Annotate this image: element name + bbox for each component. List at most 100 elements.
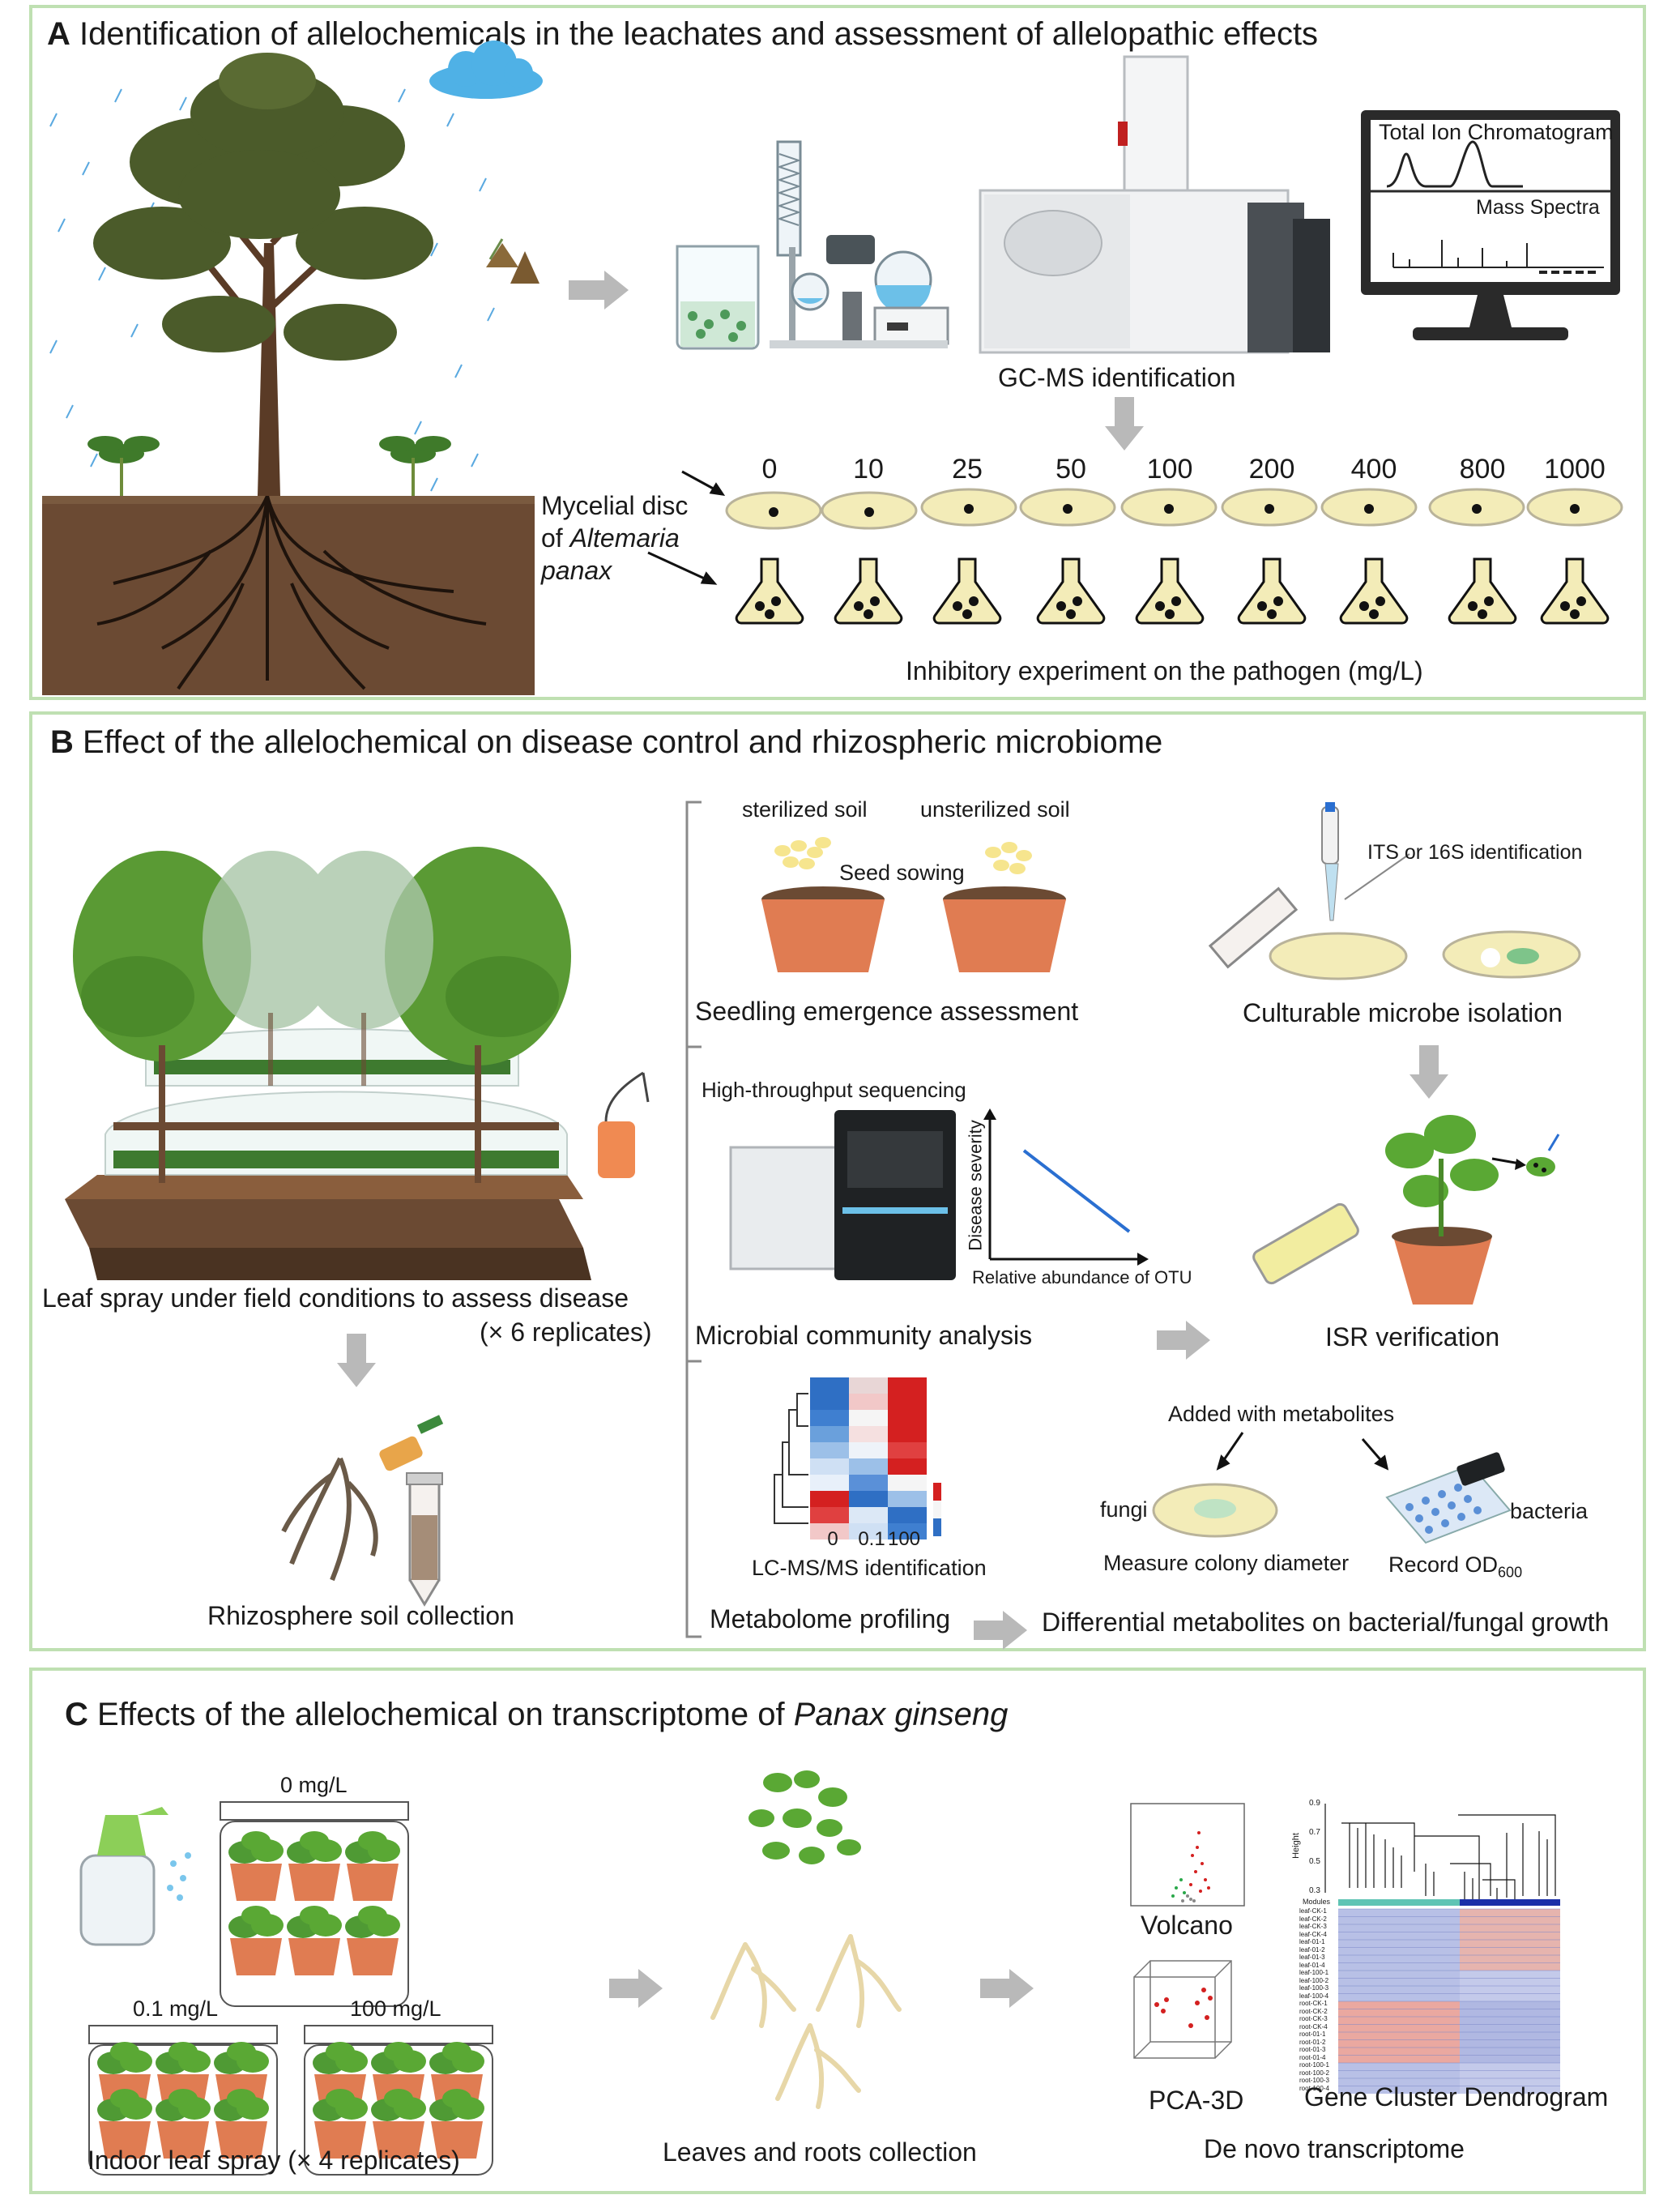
- otu-axis: Relative abundance of OTU: [972, 1267, 1192, 1287]
- volcano-label: Volcano: [1141, 1911, 1233, 1940]
- isr-label: ISR verification: [1325, 1322, 1500, 1352]
- height-tick-label: 0.7: [1309, 1828, 1320, 1837]
- colony-label: Measure colony diameter: [1103, 1551, 1350, 1575]
- soil-block: [42, 496, 535, 695]
- dose-01-label: 0.1 mg/L: [133, 1996, 219, 2021]
- isr-plant-icon: [1252, 1115, 1560, 1305]
- heatmap-cell: [810, 1523, 849, 1539]
- heatmap-dendrogram: [774, 1393, 808, 1524]
- cloud-icon: [429, 41, 543, 99]
- sample-row-label: root-01-4: [1299, 2053, 1326, 2061]
- panel-c-title: C Effects of the allelochemical on trans…: [65, 1697, 1009, 1732]
- sample-row-label: root-CK-3: [1299, 2015, 1328, 2022]
- lcms-label: LC-MS/MS identification: [752, 1556, 987, 1580]
- tree-canopy-icon: [93, 53, 433, 361]
- sample-row-label: root-100-2: [1299, 2069, 1329, 2077]
- ginseng-pot-icon: [429, 2089, 484, 2159]
- flask-row: [735, 557, 1610, 625]
- heatmap-cell: [888, 1442, 927, 1458]
- screen-label-ms: Mass Spectra: [1476, 196, 1600, 219]
- flask-icon: [735, 557, 804, 625]
- pointer-arrow-icon: [647, 470, 726, 585]
- fungi-plate-icon: [1152, 1483, 1278, 1538]
- sample-row-label: leaf-01-1: [1299, 1938, 1325, 1945]
- sample-row-label: leaf-100-3: [1299, 1984, 1329, 1992]
- flask-icon: [834, 557, 903, 625]
- sample-row-label: root-CK-2: [1299, 2007, 1328, 2015]
- tube-icon: [1208, 886, 1299, 969]
- ginseng-plant-icon: [87, 436, 451, 496]
- rhizosphere-roots-icon: [281, 1457, 378, 1582]
- collection-label: Leaves and roots collection: [663, 2137, 977, 2167]
- flask-icon: [1036, 557, 1106, 625]
- ginseng-pot-icon: [97, 2089, 152, 2159]
- height-axis-label: Height: [1290, 1833, 1301, 1859]
- record-od-label: Record OD600: [1388, 1552, 1523, 1581]
- pot-unsterilized-icon: [943, 886, 1066, 972]
- pine-cone-icon: [486, 238, 539, 284]
- ginseng-pot-icon: [313, 2089, 368, 2159]
- tree-roots-icon: [96, 495, 487, 690]
- field-greenhouse-icon: [65, 1028, 591, 1280]
- arrow-metabolome-to-growth: [974, 1611, 1027, 1650]
- modules-label: Modules: [1303, 1898, 1331, 1906]
- seed-sowing-label: Seed sowing: [839, 860, 965, 885]
- dose-100-label: 100 mg/L: [350, 1996, 441, 2021]
- heatmap: [810, 1377, 927, 1539]
- culturable-label: Culturable microbe isolation: [1243, 998, 1563, 1027]
- ginseng-pot-icon: [228, 1831, 284, 1901]
- gcms-instrument-icon: [979, 55, 1330, 354]
- heatmap-cell: [888, 1426, 927, 1442]
- sample-row-label: leaf-01-2: [1299, 1945, 1325, 1954]
- concentration-label: 25: [952, 454, 983, 485]
- screen-label-tic: Total Ion Chromatogram: [1379, 120, 1614, 144]
- heatmap-colorbar: [933, 1483, 941, 1536]
- heatmap-cell: [849, 1377, 888, 1394]
- height-tick-label: 0.3: [1309, 1886, 1320, 1895]
- arrow-field-to-soil: [337, 1334, 376, 1387]
- heatmap-cell: [888, 1475, 927, 1491]
- ginseng-pot-icon: [287, 1906, 342, 1975]
- inhibitory-label: Inhibitory experiment on the pathogen (m…: [906, 656, 1423, 685]
- denovo-label: De novo transcriptome: [1204, 2134, 1465, 2163]
- pca-label: PCA-3D: [1149, 2086, 1244, 2115]
- module-bar-cyan: [1338, 1899, 1460, 1906]
- sample-row-label: leaf-CK-3: [1299, 1923, 1327, 1930]
- petri-dish-row: [725, 488, 1623, 530]
- added-metabolites-label: Added with metabolites: [1168, 1402, 1395, 1426]
- ginseng-pot-icon: [345, 1831, 400, 1901]
- fungi-label: fungi: [1100, 1497, 1148, 1522]
- heatmap-cell: [810, 1507, 849, 1523]
- microbial-label: Microbial community analysis: [695, 1321, 1033, 1350]
- centrifuge-tube-icon: [406, 1472, 443, 1607]
- ginseng-pot-icon: [371, 2089, 426, 2159]
- sprayer-icon: [598, 1071, 650, 1178]
- spray-bottle-icon: [79, 1807, 191, 1946]
- sample-row-label: leaf-01-3: [1299, 1954, 1325, 1961]
- ginseng-pot-icon: [287, 1831, 342, 1901]
- heatmap-cell: [888, 1523, 927, 1539]
- treatment-box-0: [220, 1801, 409, 2007]
- disease-graph: [983, 1108, 1149, 1266]
- volcano-plot: [1130, 1803, 1245, 1907]
- leaves-icon: [748, 1770, 861, 1864]
- heatmap-cell: [810, 1442, 849, 1458]
- mycelial-disc-label: Mycelial disc of Altemaria panax: [541, 491, 689, 585]
- rhizosphere-label: Rhizosphere soil collection: [207, 1601, 514, 1630]
- arrow-gcms-to-assay: [1105, 397, 1144, 451]
- ginseng-pot-icon: [228, 1906, 284, 1975]
- heatmap-cell: [810, 1377, 849, 1394]
- roots-icon: [710, 1934, 902, 2109]
- sample-row-label: leaf-100-2: [1299, 1976, 1329, 1984]
- heatmap-cell: [810, 1394, 849, 1410]
- rain-icon: [49, 88, 495, 492]
- arrow-tree-to-extract: [569, 271, 629, 310]
- sample-row-label: root-01-2: [1299, 2038, 1326, 2046]
- heatmap-cell: [888, 1491, 927, 1507]
- height-tick-label: 0.5: [1309, 1857, 1320, 1866]
- correlation-heatmap: [1338, 1908, 1560, 2094]
- dose-0-label: 0 mg/L: [280, 1773, 348, 1797]
- sample-row-label: root-100-1: [1299, 2061, 1329, 2069]
- seed-icon: [774, 837, 1032, 874]
